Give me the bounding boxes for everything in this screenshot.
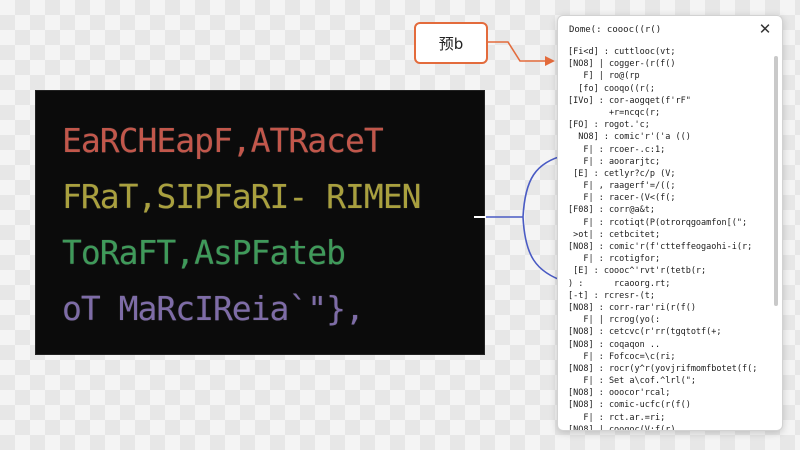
code-line: [NO8] : comic-ucfc(r(f() bbox=[568, 400, 691, 411]
code-line: NO8] : comic'r'('a (() bbox=[568, 132, 691, 143]
code-line: [IVo] : cor-aogqet(f'rF" bbox=[568, 95, 691, 106]
code-line: F| : rcoer-.c:1; bbox=[568, 144, 666, 155]
code-line: F| : racer-(V<(f(; bbox=[568, 193, 676, 204]
callout-label: 预b bbox=[438, 34, 464, 53]
code-line: +r=ncqc(r; bbox=[568, 107, 661, 118]
panel-header: Dome(: coooc((r() bbox=[569, 25, 662, 35]
scrollbar[interactable] bbox=[774, 56, 778, 306]
code-line: F| , raagerf'=/((; bbox=[568, 181, 676, 192]
code-lines: [Fi<d] : cuttlooc(vt; [NO8] | cogger-(r(f… bbox=[568, 46, 768, 431]
code-line: [FO] : rogot.'c; bbox=[568, 120, 650, 131]
code-line: ) : rcaoorg.rt; bbox=[568, 278, 671, 289]
code-line: F| : rct.ar.=ri; bbox=[568, 412, 666, 423]
annotation-callout: 预b bbox=[414, 22, 488, 64]
canvas-line-3: ToRaFT,AsPFateb bbox=[62, 233, 346, 272]
code-line: F| : rcotiqt(P(otrorqgoamfon[("; bbox=[568, 217, 748, 228]
code-line: [NO8] : ooocor'rcal; bbox=[568, 388, 671, 399]
code-line: [fo] cooqo((r(; bbox=[568, 83, 655, 94]
code-line: [E] : cetlyr?c/p (V; bbox=[568, 168, 676, 179]
code-line: >ot| : cetbcitet; bbox=[568, 229, 661, 240]
code-panel: Dome(: coooc((r() ✕ [Fi<d] : cuttlooc(vt… bbox=[557, 15, 783, 431]
canvas-line-1: EaRCHEapF,ATRaceT bbox=[62, 121, 384, 160]
code-line: F| : rcotigfor; bbox=[568, 254, 661, 265]
code-line: [NO8] | cooqoc(V:f(r) bbox=[568, 424, 676, 431]
canvas-line-2: FRaT,SIPFaRI- RIMEN bbox=[62, 177, 422, 216]
code-line: [F08] : corr@a&t; bbox=[568, 205, 655, 216]
callout-arrow bbox=[488, 41, 555, 66]
code-line: F| : aoorarjtc; bbox=[568, 156, 661, 167]
code-line: [NO8] | cogger-(r(f() bbox=[568, 59, 676, 70]
code-line: [NO8] : corr-rar'ri(r(f() bbox=[568, 302, 696, 313]
code-line: [E] : coooc^'rvt'r(tetb(r; bbox=[568, 266, 707, 277]
code-line: F| : Set a\cof.^lrl("; bbox=[568, 376, 696, 387]
code-canvas: EaRCHEapF,ATRaceT FRaT,SIPFaRI- RIMEN To… bbox=[35, 90, 485, 355]
code-line: [NO8] : rocr(y^r(yovjrifmomfbotet(f(; bbox=[568, 363, 758, 374]
code-line: F] | ro@(rp bbox=[568, 71, 640, 82]
code-line: [NO8] : comic'r(f'ctteffeogaohi-i(r; bbox=[568, 242, 753, 252]
code-line: [-t] : rcresr-(t; bbox=[568, 290, 655, 301]
code-line: F| | rcrog(yo(: bbox=[568, 315, 661, 326]
code-line: F| : Fofcoc=\c(ri; bbox=[568, 351, 676, 362]
canvas-line-4: oT MaRcIReia`"}, bbox=[62, 289, 365, 328]
code-line: [Fi<d] : cuttlooc(vt; bbox=[568, 47, 676, 57]
code-line: [NO8] : coqaqon .. bbox=[568, 339, 661, 350]
close-icon[interactable]: ✕ bbox=[758, 20, 772, 38]
code-line: [NO8] : cetcvc(r'rr(tgqtotf(+; bbox=[568, 327, 722, 338]
